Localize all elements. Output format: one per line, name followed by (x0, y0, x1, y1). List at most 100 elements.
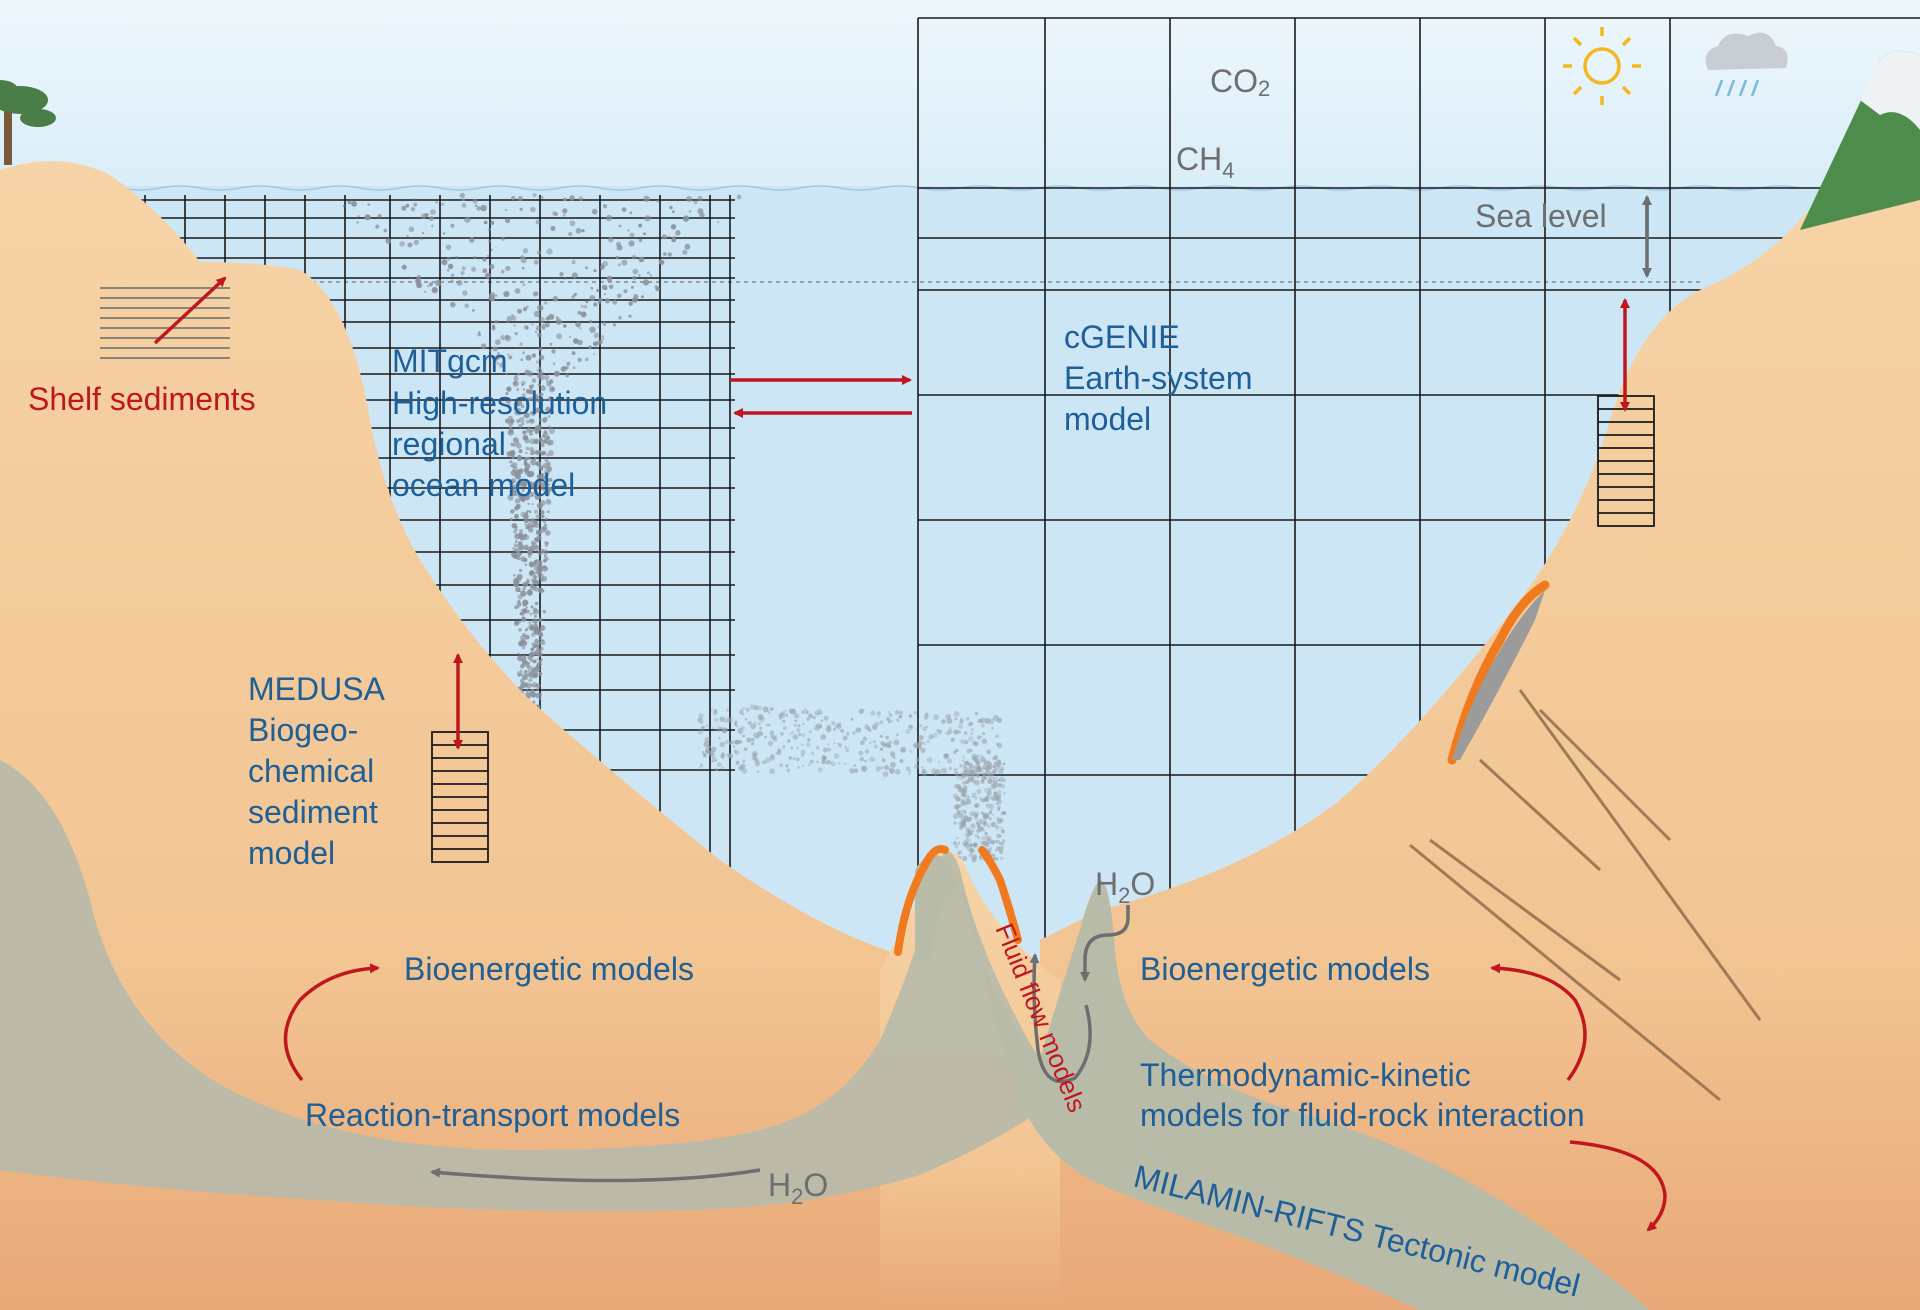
smoke-particle (991, 727, 994, 730)
plume-particle (532, 671, 539, 679)
smoke-particle (822, 747, 829, 753)
plume-particle (431, 287, 438, 294)
smoke-particle (988, 787, 991, 790)
smoke-particle (921, 768, 927, 774)
plume-particle (596, 288, 600, 293)
plume-particle (540, 514, 545, 519)
plume-particle (517, 655, 524, 662)
plume-particle (513, 577, 520, 585)
smoke-particle (798, 732, 802, 737)
plume-particle (539, 506, 543, 510)
smoke-particle (956, 812, 960, 816)
plume-particle (527, 669, 531, 672)
plume-particle (544, 556, 549, 561)
plume-particle (597, 325, 600, 329)
smoke-particle (862, 709, 865, 712)
smoke-particle (974, 842, 978, 846)
shelf-sediment-layers (100, 287, 230, 359)
plume-particle (534, 579, 540, 585)
plume-particle (638, 238, 643, 242)
smoke-particle (1000, 856, 1004, 861)
plume-particle (615, 255, 619, 259)
smoke-particle (885, 735, 889, 740)
slope-gray-deposit (1452, 590, 1545, 760)
plume-particle (534, 523, 540, 529)
plume-particle (536, 565, 543, 571)
plume-particle (537, 576, 541, 579)
plume-particle (356, 221, 360, 224)
smoke-particle (953, 804, 959, 810)
plume-particle (530, 605, 534, 609)
plume-particle (532, 611, 536, 615)
plume-particle (537, 383, 541, 387)
smoke-particle (858, 750, 864, 756)
plume-particle (508, 415, 513, 421)
plume-particle (527, 522, 533, 529)
smoke-particle (754, 761, 760, 767)
plume-particle (522, 351, 525, 355)
smoke-particle (742, 707, 746, 710)
plume-particle (572, 294, 576, 298)
plume-particle (508, 428, 514, 433)
plume-particle (540, 443, 545, 448)
smoke-particle (806, 717, 810, 721)
plume-particle (516, 573, 523, 580)
smoke-particle (988, 817, 992, 821)
smoke-particle (988, 788, 993, 792)
smoke-particle (917, 740, 923, 746)
plume-particle (520, 669, 523, 672)
plume-particle (572, 366, 576, 369)
smoke-particle (981, 836, 987, 841)
plume-particle (623, 289, 628, 294)
smoke-particle (980, 811, 985, 815)
smoke-particle (697, 729, 703, 735)
plume-particle (655, 286, 660, 292)
plume-particle (531, 433, 534, 436)
plume-particle (536, 658, 539, 661)
smoke-particle (742, 759, 746, 763)
smoke-particle (764, 760, 767, 764)
plume-particle (450, 301, 456, 308)
smoke-particle (943, 753, 949, 759)
plume-particle (472, 198, 478, 204)
smoke-particle (956, 774, 962, 780)
plume-particle (525, 478, 529, 482)
plume-particle (530, 676, 533, 679)
plume-particle (532, 193, 537, 198)
plume-particle (507, 353, 510, 356)
smoke-particle (945, 713, 952, 720)
smoke-particle (779, 717, 782, 720)
plume-particle (588, 345, 592, 349)
plume-particle (580, 311, 587, 318)
smoke-particle (996, 742, 1000, 746)
plume-particle (519, 342, 523, 346)
plume-particle (506, 316, 513, 322)
plume-particle (508, 426, 512, 429)
smoke-particle (1000, 784, 1006, 789)
plume-particle (535, 623, 538, 626)
plume-particle (593, 302, 598, 307)
plume-particle (533, 625, 539, 632)
smoke-particle (711, 757, 717, 763)
smoke-particle (778, 717, 782, 720)
smoke-particle (782, 719, 786, 723)
plume-particle (522, 307, 528, 312)
plume-particle (519, 468, 524, 473)
fluid-loop-arrow (1029, 953, 1092, 1084)
smoke-particle (968, 721, 974, 726)
smoke-particle (738, 731, 742, 735)
plume-particle (521, 422, 525, 425)
plume-particle (421, 231, 425, 235)
smoke-particle (704, 737, 710, 743)
smoke-particle (740, 763, 746, 770)
plume-particle (534, 457, 537, 461)
smoke-particle (721, 727, 728, 734)
plume-particle (511, 484, 518, 490)
plume-particle (511, 195, 516, 201)
ridge-lava-right (978, 846, 1022, 944)
smoke-particle (711, 727, 714, 730)
smoke-particle (997, 834, 1002, 838)
left-crust-rock (0, 760, 1050, 1212)
plume-particle (516, 410, 522, 416)
plume-particle (516, 443, 522, 449)
